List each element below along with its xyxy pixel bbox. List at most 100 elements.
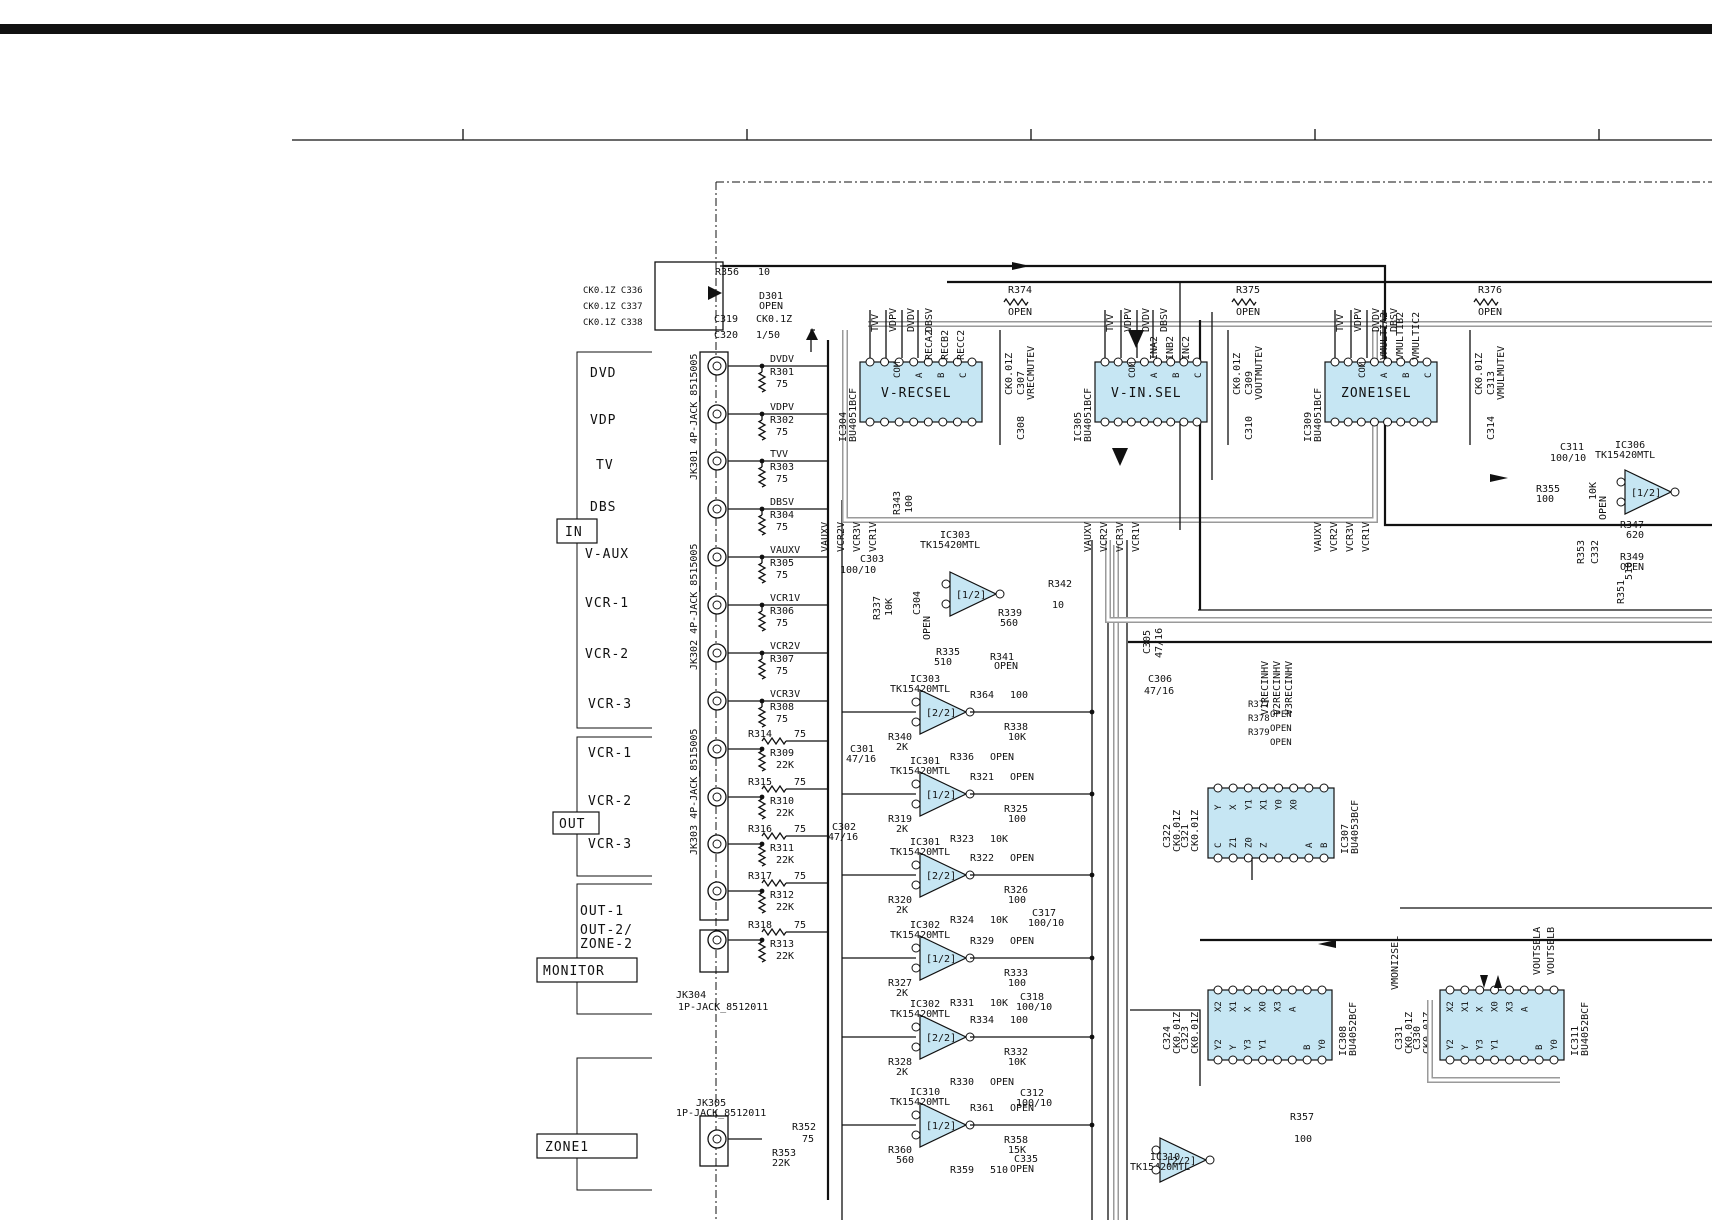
ic-ctrl-label: INA2 — [1149, 336, 1160, 360]
opamp-ref: IC301 — [910, 756, 940, 767]
resistor-ref: R336 — [950, 752, 974, 763]
arrow-left-icon — [1318, 940, 1336, 948]
ic-port-label: X1 — [1461, 1001, 1471, 1012]
group-in: IN — [556, 351, 652, 729]
ic-pin — [911, 943, 921, 953]
resistor-value: 75 — [794, 824, 806, 835]
opamp-unit: [2/2] — [926, 1033, 956, 1044]
resistor-value: 10K — [990, 915, 1008, 926]
resistor-icon — [757, 750, 767, 772]
resistor-value: 10K — [990, 998, 1008, 1009]
ic-pin — [1100, 417, 1110, 427]
resistor-value: 22K — [776, 808, 794, 819]
ic-pin — [1396, 417, 1406, 427]
jack-column — [707, 356, 762, 1149]
diode-icon — [708, 286, 722, 300]
ic-ctrl-label: V1RECINHV — [1260, 661, 1271, 715]
resistor-ref: R332 — [1004, 1047, 1028, 1058]
ic-pin — [1302, 1055, 1312, 1065]
resistor-value: 22K — [776, 951, 794, 962]
cap-value: 100/10 — [840, 565, 876, 576]
resistor-ref: R321 — [970, 772, 994, 783]
cap-value: 47/16 — [1154, 628, 1165, 658]
resistor-ref: R307 — [770, 654, 794, 665]
opamp-unit: [1/2] — [926, 1121, 956, 1132]
junction-dot — [1089, 955, 1095, 961]
ic-pin — [1179, 417, 1189, 427]
ic305-body — [1094, 361, 1208, 423]
resistor-ref: R341 — [990, 652, 1014, 663]
resistor-value: 10K — [1008, 732, 1026, 743]
resistor-ref: R329 — [970, 936, 994, 947]
resistor-value: 75 — [794, 920, 806, 931]
ic-pin — [1319, 783, 1329, 793]
resistor-value: 75 — [794, 871, 806, 882]
ic-pin — [911, 880, 921, 890]
cap-value: 47/16 — [846, 754, 876, 765]
resistor-ref: R353 — [1576, 540, 1587, 564]
junction-dot — [1089, 709, 1095, 715]
ic-net-label: VCR2V — [836, 522, 847, 552]
resistor-value: 510 — [1624, 562, 1635, 580]
resistor-ref: R324 — [950, 915, 974, 926]
ic-pin — [1475, 985, 1485, 995]
resistor-ref: R357 — [1290, 1112, 1314, 1123]
opamp-part: TK15420MTL — [920, 540, 980, 551]
opamp-part: TK15420MTL — [890, 1097, 950, 1108]
junction-dot — [759, 746, 765, 752]
resistor-ref: R308 — [770, 702, 794, 713]
opamp-icon — [949, 571, 998, 617]
opamp-icon — [1159, 1137, 1208, 1183]
cap-value: OPEN — [1598, 496, 1609, 520]
ic-port-label: X — [1476, 1006, 1486, 1012]
resistor-ref: R364 — [970, 690, 994, 701]
net-label: VRECMUTEV — [1026, 346, 1037, 400]
ic-ctrl-label: V2RECINHV — [1272, 661, 1283, 715]
resistor-ref: R327 — [888, 978, 912, 989]
cap-value: CK0.01Z — [1004, 353, 1015, 395]
input-net-label: VCR3V — [770, 689, 800, 700]
resistor-ref: R317 — [748, 871, 772, 882]
ic-port-label: A — [1150, 372, 1160, 378]
cap-ref: C309 — [1244, 371, 1255, 395]
junction-dot — [1089, 791, 1095, 797]
resistor-icon — [757, 419, 767, 441]
opamp-icon — [919, 1014, 968, 1060]
resistor-value: 10K — [1008, 1057, 1026, 1068]
ic309-ref: IC309 — [1303, 412, 1314, 442]
output-label: VCR-1 — [588, 746, 632, 761]
rca-jack-icon — [712, 696, 722, 706]
ic-pin — [1534, 985, 1544, 995]
resistor-ref: R378 — [1248, 714, 1270, 724]
ic-pin — [911, 1022, 921, 1032]
resistor-value: 75 — [776, 618, 788, 629]
cap-ref: C314 — [1486, 416, 1497, 440]
ic-pin — [1289, 853, 1299, 863]
net-label: VOUTMUTEV — [1254, 346, 1265, 400]
cap-value: 100/10 — [1550, 453, 1586, 464]
ic-pin — [1179, 357, 1189, 367]
output-label: VCR-3 — [588, 837, 632, 852]
resistor-icon — [757, 371, 767, 393]
ic-pin — [1274, 783, 1284, 793]
ic-pin — [1343, 357, 1353, 367]
ic-pin — [1205, 1155, 1215, 1165]
resistor-ref: R319 — [888, 814, 912, 825]
ic305-ref: IC305 — [1073, 412, 1084, 442]
input-label: VCR-1 — [585, 596, 629, 611]
opamp-unit: [1/2] — [1631, 488, 1661, 499]
resistor-value: 75 — [776, 474, 788, 485]
resistor-icon — [757, 610, 767, 632]
cap-value: 47/16 — [1144, 686, 1174, 697]
ic-pin — [909, 417, 919, 427]
junction-dot — [759, 794, 765, 800]
resistor-value: 10K — [1588, 482, 1599, 500]
resistor-ref: R343 — [892, 491, 903, 515]
cap-value: CK0.01Z — [1172, 1012, 1183, 1054]
rca-jack-icon — [712, 552, 722, 562]
ic-port-label: Z1 — [1229, 837, 1239, 848]
output-labels: VCR-1 VCR-2 VCR-3 — [588, 746, 632, 852]
ic-pin — [1228, 985, 1238, 995]
resistor-icon — [761, 878, 787, 888]
junction-dot — [759, 841, 765, 847]
